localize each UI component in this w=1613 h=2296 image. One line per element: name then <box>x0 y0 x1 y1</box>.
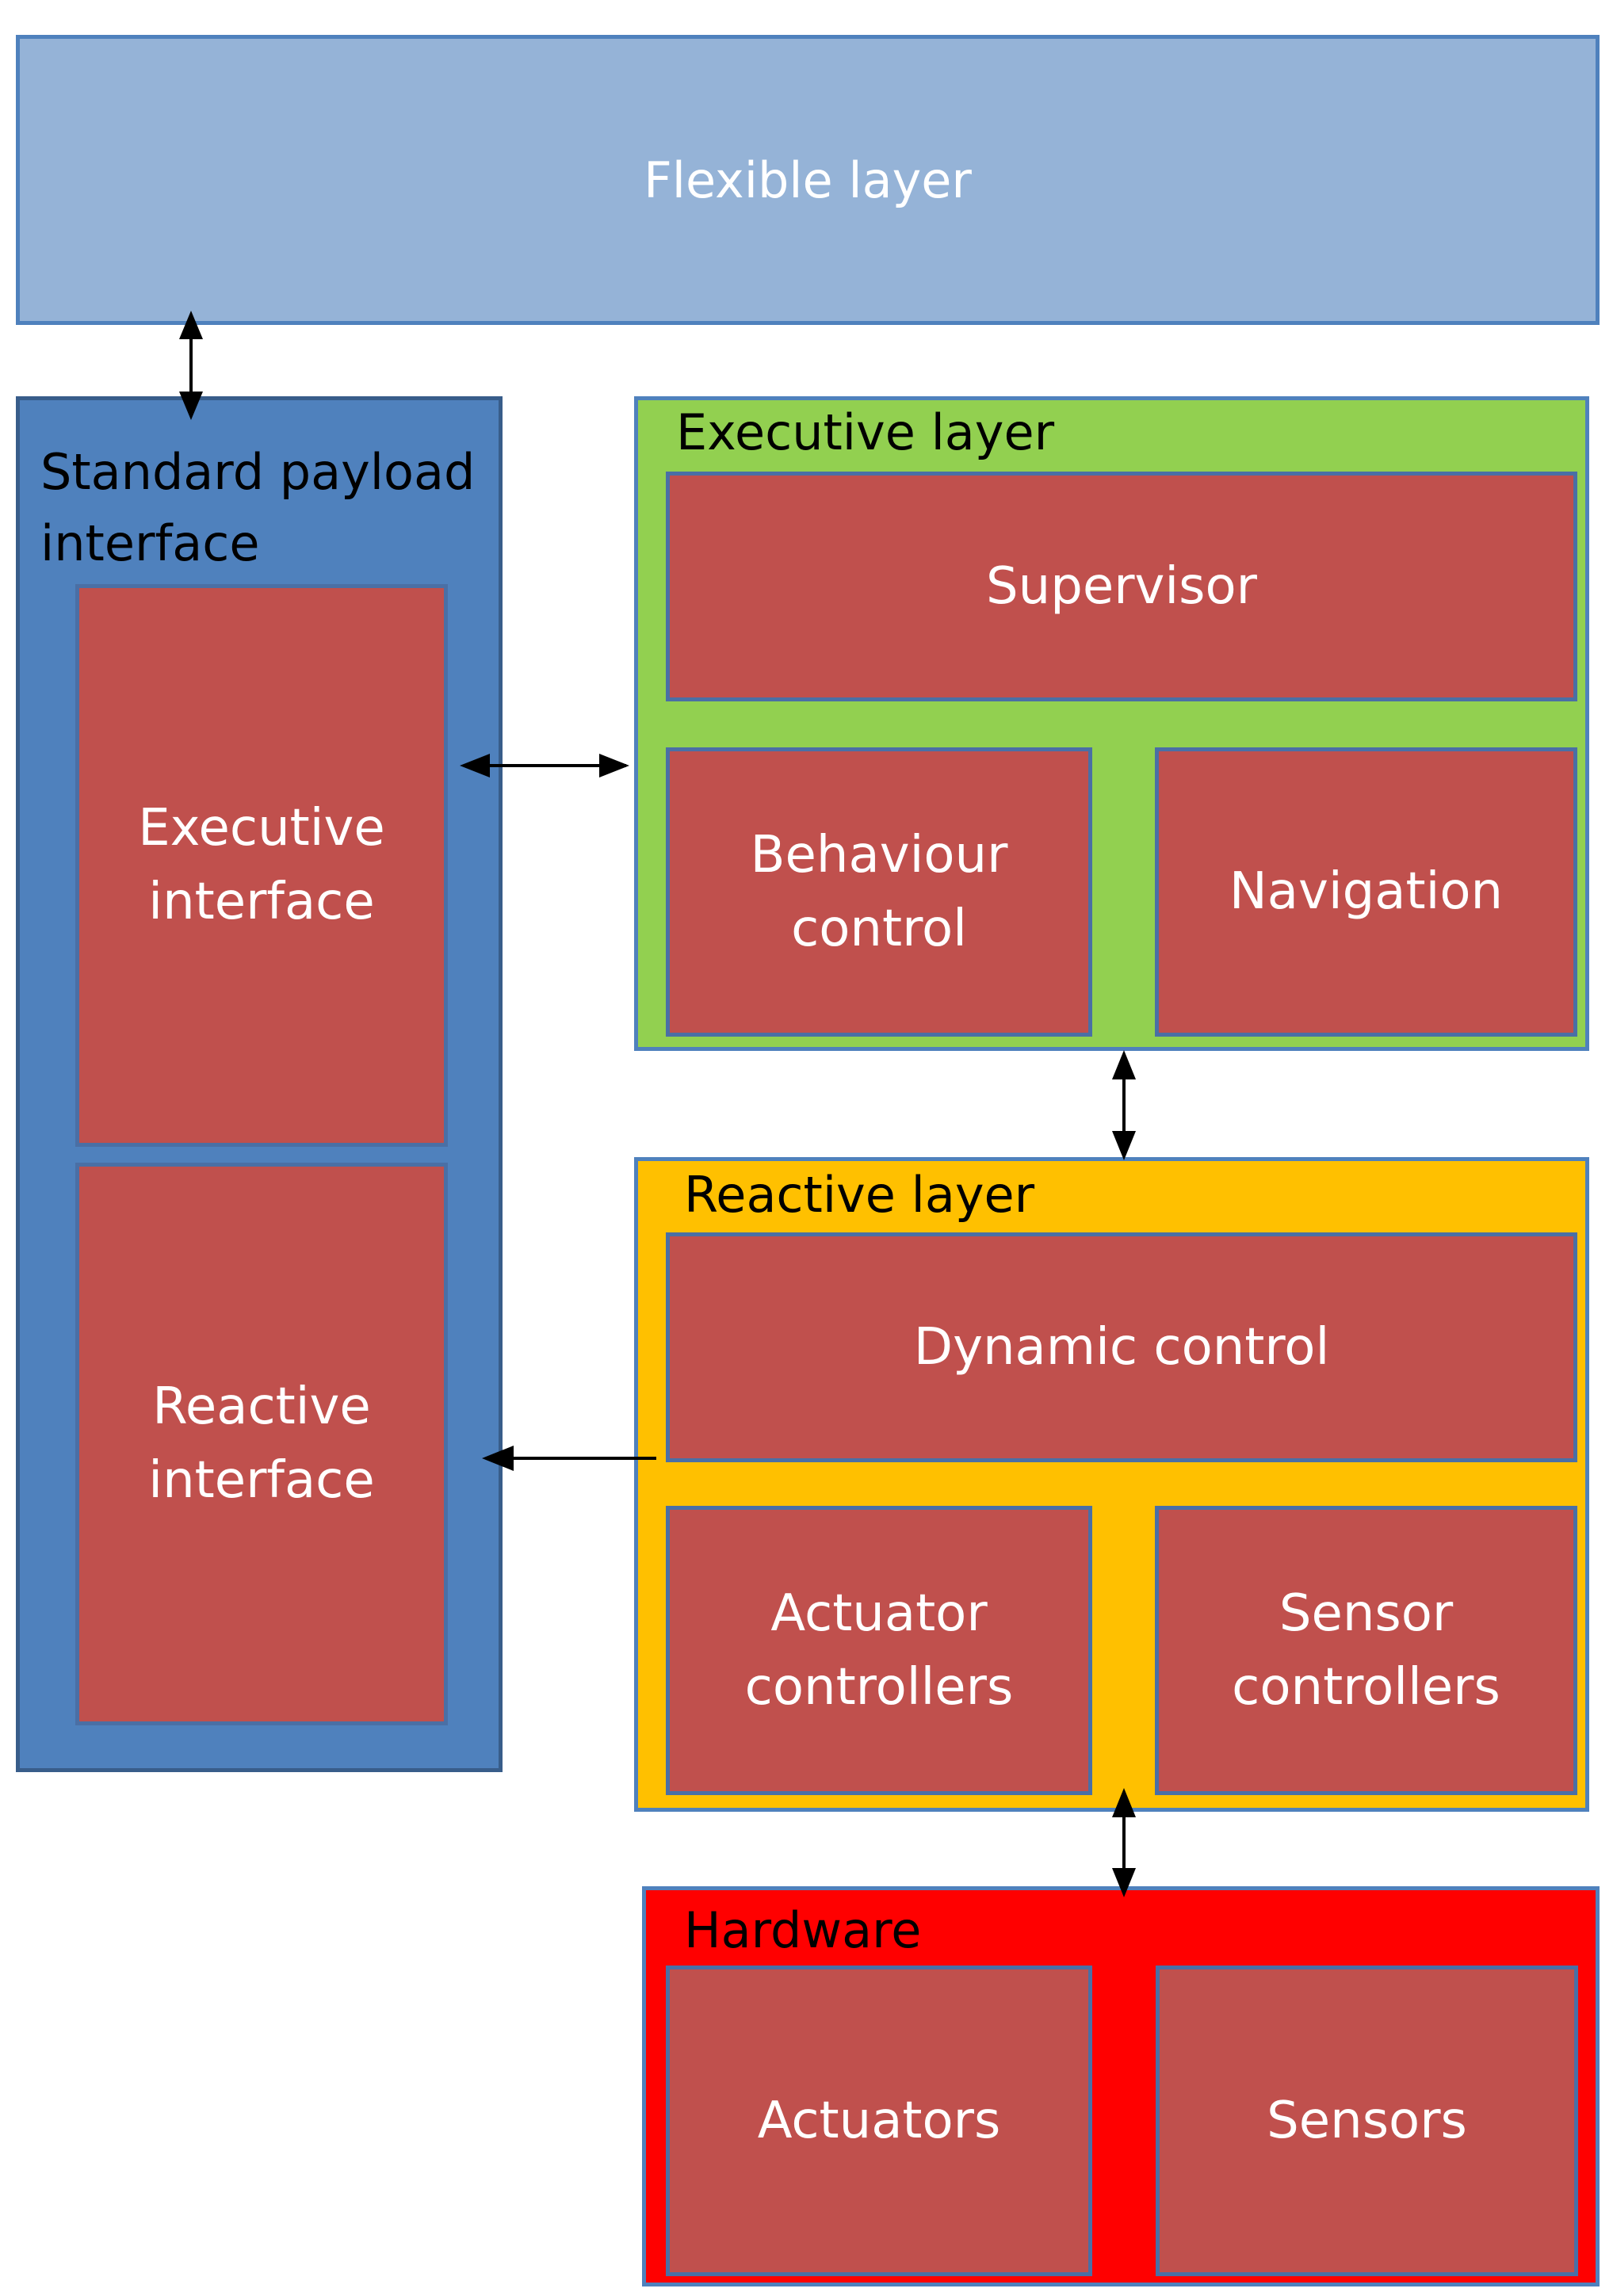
reactive-layer: Reactive layer Dynamic control Actuator … <box>634 1157 1589 1812</box>
flexible-layer: Flexible layer <box>16 35 1600 325</box>
behaviour-control-module: Behaviour control <box>666 747 1092 1037</box>
executive-interface-module: Executive interface <box>75 584 448 1147</box>
payload-interface-title: Standard payload interface <box>40 443 476 572</box>
reactive-interface-module: Reactive interface <box>75 1163 448 1725</box>
flexible-layer-label: Flexible layer <box>644 151 972 209</box>
standard-payload-interface: Standard payload interface Executive int… <box>16 396 503 1772</box>
actuator-controllers-module: Actuator controllers <box>666 1506 1092 1795</box>
arrow-executive-to-reactive <box>1112 1050 1136 1160</box>
dynamic-control-module: Dynamic control <box>666 1232 1577 1462</box>
executive-layer: Executive layer Supervisor Behaviour con… <box>634 396 1589 1051</box>
executive-layer-title: Executive layer <box>676 403 1055 461</box>
hardware-layer: Hardware Actuators Sensors <box>642 1886 1600 2286</box>
sensor-controllers-module: Sensor controllers <box>1155 1506 1577 1795</box>
actuators-module: Actuators <box>666 1966 1092 2276</box>
sensors-module: Sensors <box>1156 1966 1578 2276</box>
navigation-module: Navigation <box>1155 747 1577 1037</box>
hardware-title: Hardware <box>684 1901 922 1959</box>
arrow-reactive-to-reactive-interface <box>482 1446 656 1471</box>
supervisor-module: Supervisor <box>666 472 1577 701</box>
reactive-layer-title: Reactive layer <box>684 1166 1035 1224</box>
